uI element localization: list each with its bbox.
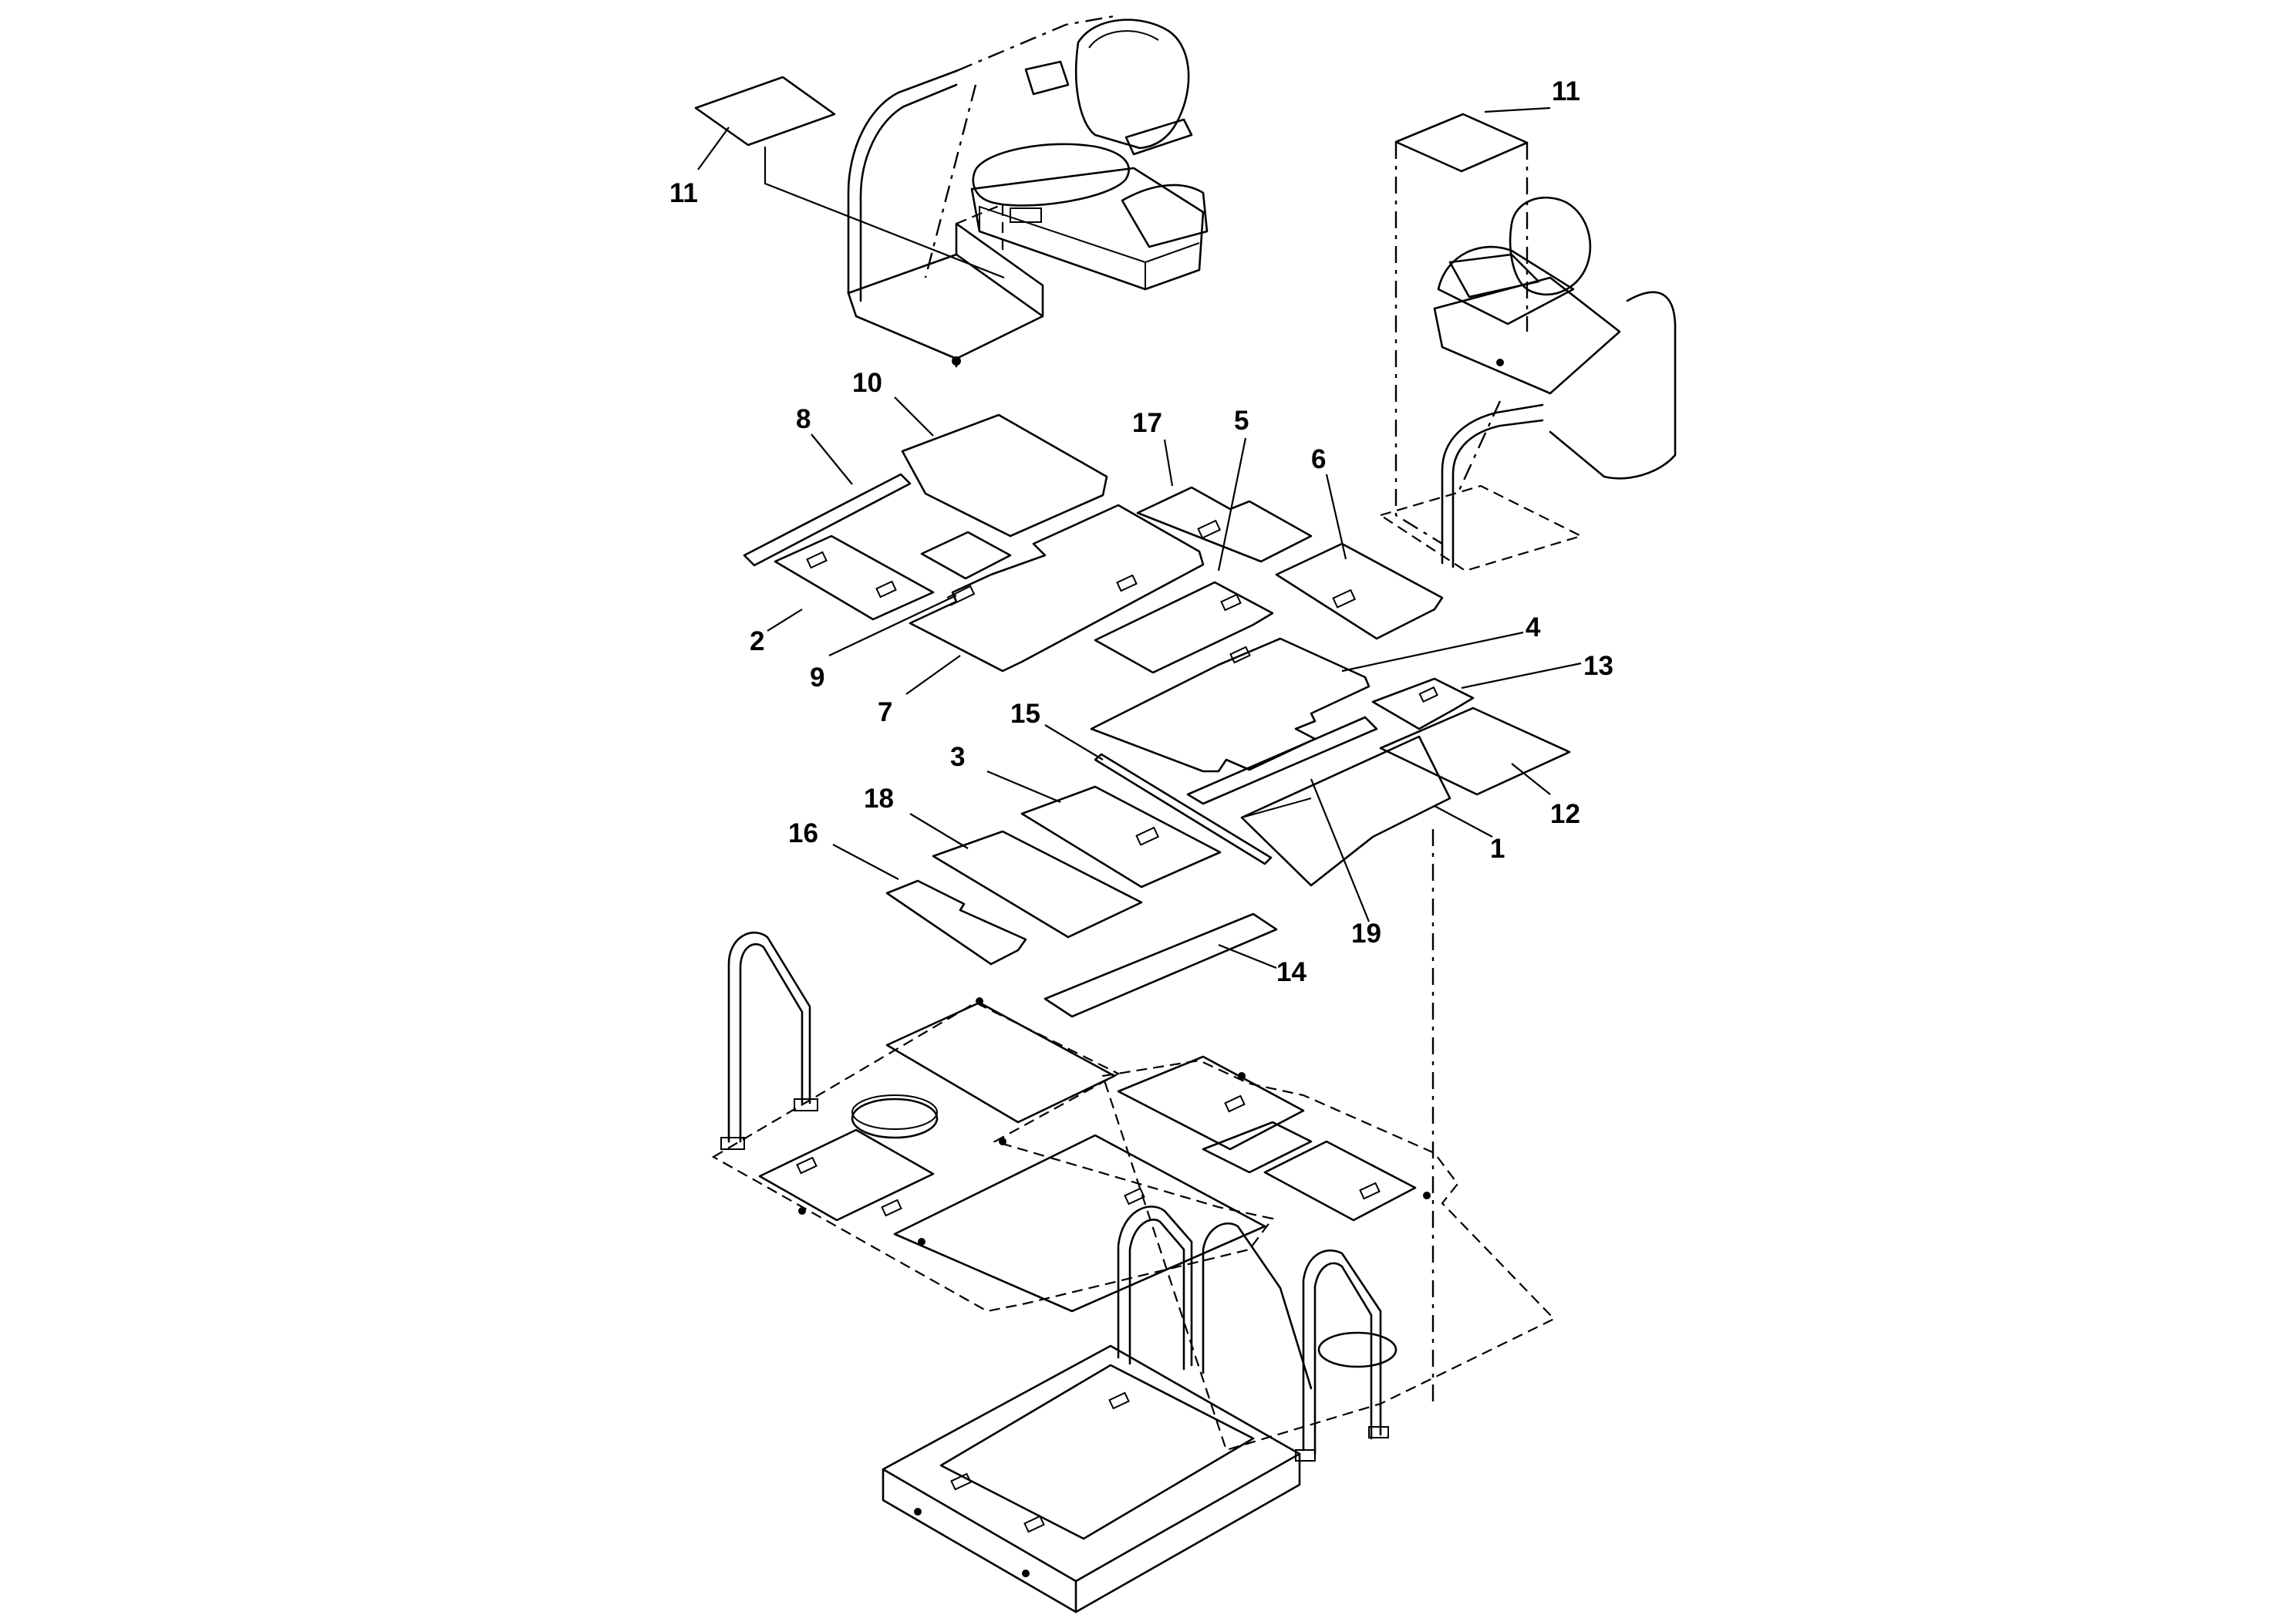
callout-1: 1	[1490, 834, 1505, 864]
floor-plate-left	[711, 997, 1274, 1313]
mat-1	[1240, 735, 1451, 887]
mat-11-right	[1394, 106, 1551, 173]
mat-10	[901, 413, 1108, 538]
mat-4	[1090, 637, 1371, 773]
callout-4: 4	[1526, 612, 1541, 642]
callout-5: 5	[1234, 406, 1249, 436]
callout-8: 8	[796, 404, 811, 434]
cab-frame-right	[1378, 142, 1583, 572]
mat-12	[1379, 706, 1571, 796]
handrail-left	[720, 932, 818, 1150]
callout-9: 9	[810, 663, 824, 693]
mat-3	[1020, 785, 1222, 889]
callout-2: 2	[750, 626, 764, 656]
callout-16: 16	[788, 818, 818, 848]
mat-18	[932, 830, 1143, 939]
mat-5	[1094, 581, 1274, 674]
callout-10: 10	[852, 368, 882, 398]
mat-11-left	[694, 76, 1005, 279]
deck-base	[882, 1344, 1301, 1614]
mat-19	[1186, 716, 1378, 805]
callout-15: 15	[1010, 699, 1040, 729]
callout-13: 13	[1583, 651, 1613, 681]
callout-3: 3	[950, 742, 965, 772]
floor-plate-right	[1101, 1055, 1556, 1452]
leader-lines	[697, 126, 1582, 969]
mat-16	[885, 879, 1027, 966]
mat-6	[1275, 542, 1444, 640]
mat-2	[774, 534, 935, 621]
cab-frame-left	[847, 14, 1119, 368]
callout-7: 7	[878, 697, 892, 727]
operator-seat-right	[1433, 196, 1677, 480]
callout-labels: 11 11 10 8 17 5 6 2 9 7 4 13 15 3 18 16 …	[669, 76, 1613, 987]
callout-6: 6	[1311, 444, 1326, 474]
mat-7	[909, 504, 1205, 673]
mat-14	[1043, 912, 1278, 1018]
mat-8	[743, 473, 912, 567]
operator-seat-left	[970, 19, 1209, 291]
mat-15	[1094, 753, 1273, 865]
callout-18: 18	[864, 784, 894, 814]
callout-11-left: 11	[669, 178, 698, 208]
mat-13	[1371, 677, 1475, 730]
mat-9	[920, 531, 1012, 606]
callout-17: 17	[1132, 408, 1162, 438]
callout-12: 12	[1550, 799, 1580, 829]
mat-17	[1136, 486, 1313, 563]
callout-14: 14	[1276, 957, 1306, 987]
handrail-center	[1117, 1206, 1389, 1462]
callout-19: 19	[1351, 919, 1381, 949]
callout-11-right: 11	[1552, 76, 1580, 106]
